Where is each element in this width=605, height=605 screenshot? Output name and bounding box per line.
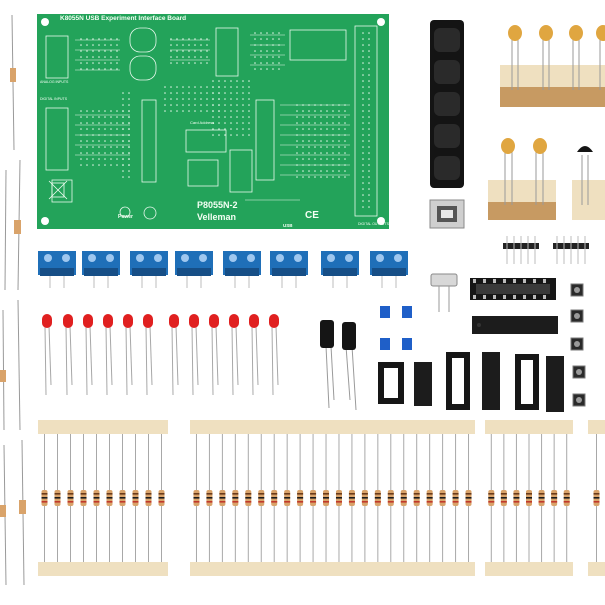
analog-inputs-label: ANALOG INPUTS (40, 80, 69, 84)
weee-bin-icon (48, 180, 68, 200)
ceramic-capacitors-tape-top (500, 25, 605, 107)
push-buttons (570, 283, 586, 407)
red-leds (42, 314, 279, 396)
crystal-oscillator (430, 273, 458, 312)
electrolytic-capacitors (320, 320, 357, 411)
resistor-strip (190, 420, 475, 576)
large-ic-chip (472, 316, 558, 334)
terminal-blocks (38, 251, 408, 288)
ic-sockets-and-chips (378, 352, 564, 412)
ce-mark: CE (305, 210, 319, 221)
board-brand: Velleman (197, 212, 236, 222)
jumpers (380, 306, 412, 350)
board-title: K8055N USB Experiment Interface Board (60, 15, 186, 22)
pcb-board: CE ANALOG INPUTS DIGITAL OUTPUTS DIGITAL… (37, 14, 390, 229)
digital-inputs-label: DIGITAL INPUTS (40, 97, 68, 101)
usb-label: USB (283, 223, 293, 228)
usb-connector (429, 199, 465, 229)
digital-outputs-label: DIGITAL OUTPUTS (358, 222, 390, 226)
resistor-strips (38, 420, 605, 576)
card-address-label: Card Address (190, 120, 214, 125)
resistor-strip (485, 420, 573, 576)
ceramic-capacitors-tape-mid (488, 138, 605, 220)
resistor-strip (588, 420, 605, 576)
black-components-stack (430, 20, 464, 188)
power-label: Power (118, 214, 133, 220)
board-model: P8055N-2 (197, 200, 238, 210)
resistor-strip (38, 420, 168, 576)
loose-resistors-left (0, 14, 26, 586)
large-ic-socket (470, 278, 556, 300)
pin-headers (503, 236, 589, 264)
